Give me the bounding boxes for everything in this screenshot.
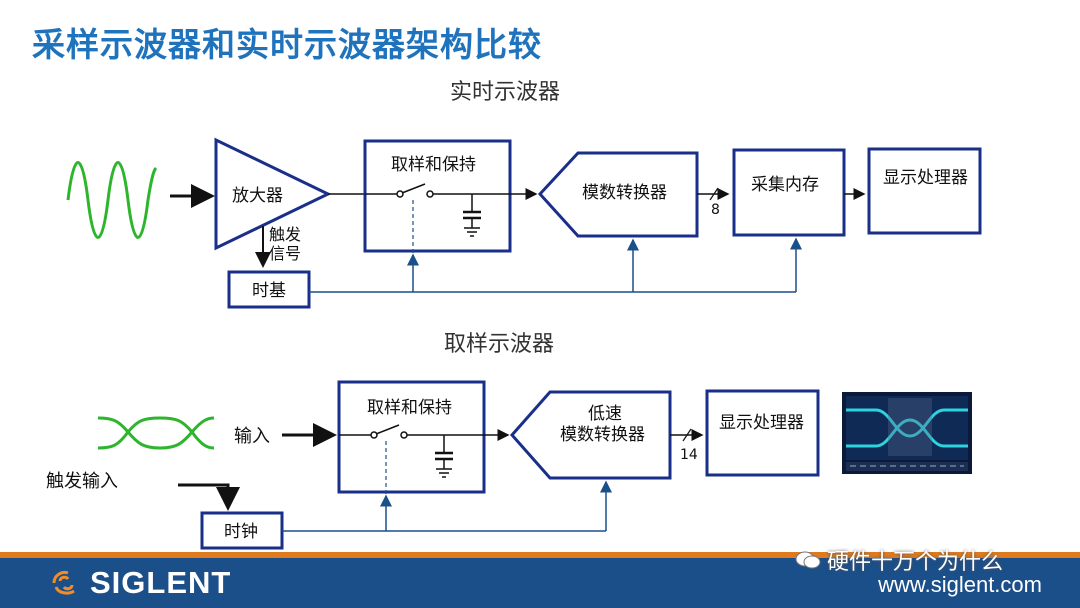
- amplifier-block: [214, 137, 332, 251]
- bus-width-14: 14: [680, 447, 698, 463]
- architecture-diagram: 放大器 取样和保持 模数转换器 8 采集内存 显示处理器 触发 信号 时基: [46, 137, 982, 550]
- sine-wave-icon: [66, 161, 158, 239]
- chat-icon: [795, 551, 821, 569]
- eye-diagram-screen: [842, 392, 972, 474]
- sampling-display-processor-label: 显示处理器: [719, 413, 804, 433]
- footer-bar: [0, 558, 1080, 608]
- siglent-logo-icon: [52, 571, 75, 595]
- acq-memory-label: 采集内存: [751, 175, 819, 195]
- realtime-heading: 实时示波器: [450, 80, 561, 105]
- page-title: 采样示波器和实时示波器架构比较: [32, 25, 542, 64]
- sample-hold-block: [363, 139, 512, 253]
- website-url[interactable]: www.siglent.com: [878, 572, 1042, 597]
- acq-memory-block: [732, 148, 846, 237]
- trigger-input-label: 触发输入: [46, 471, 118, 492]
- sampling-display-processor-block: [705, 389, 820, 477]
- input-label: 输入: [234, 426, 270, 447]
- sampling-switch-icon: [375, 424, 400, 435]
- footer-stripe: [0, 552, 1080, 558]
- clock-label: 时钟: [224, 522, 258, 542]
- trigger-label-2: 信号: [269, 244, 301, 263]
- low-speed-adc-label-1: 低速: [588, 404, 622, 424]
- switch-icon: [401, 183, 426, 194]
- timebase-label: 时基: [252, 281, 286, 301]
- eye-pattern-icon: [97, 416, 215, 450]
- display-processor-block: [867, 147, 982, 235]
- bus-width-8: 8: [711, 202, 720, 218]
- sample-hold-label: 取样和保持: [391, 155, 476, 175]
- display-processor-label: 显示处理器: [883, 168, 968, 188]
- brand-name: SIGLENT: [90, 565, 232, 600]
- sampling-heading: 取样示波器: [444, 332, 555, 357]
- watermark: 硬件十万个为什么: [795, 544, 1003, 576]
- sampling-sample-hold-label: 取样和保持: [367, 398, 452, 418]
- siglent-logo: SIGLENT: [48, 565, 231, 601]
- clock-block: [200, 511, 284, 550]
- sampling-sample-hold-block: [337, 380, 486, 494]
- adc-label: 模数转换器: [582, 183, 667, 203]
- timebase-block: [227, 270, 311, 309]
- low-speed-adc-label-2: 模数转换器: [560, 425, 645, 445]
- watermark-text: 硬件十万个为什么: [827, 550, 1004, 575]
- trigger-label-1: 触发: [269, 225, 301, 244]
- amplifier-label: 放大器: [232, 186, 283, 206]
